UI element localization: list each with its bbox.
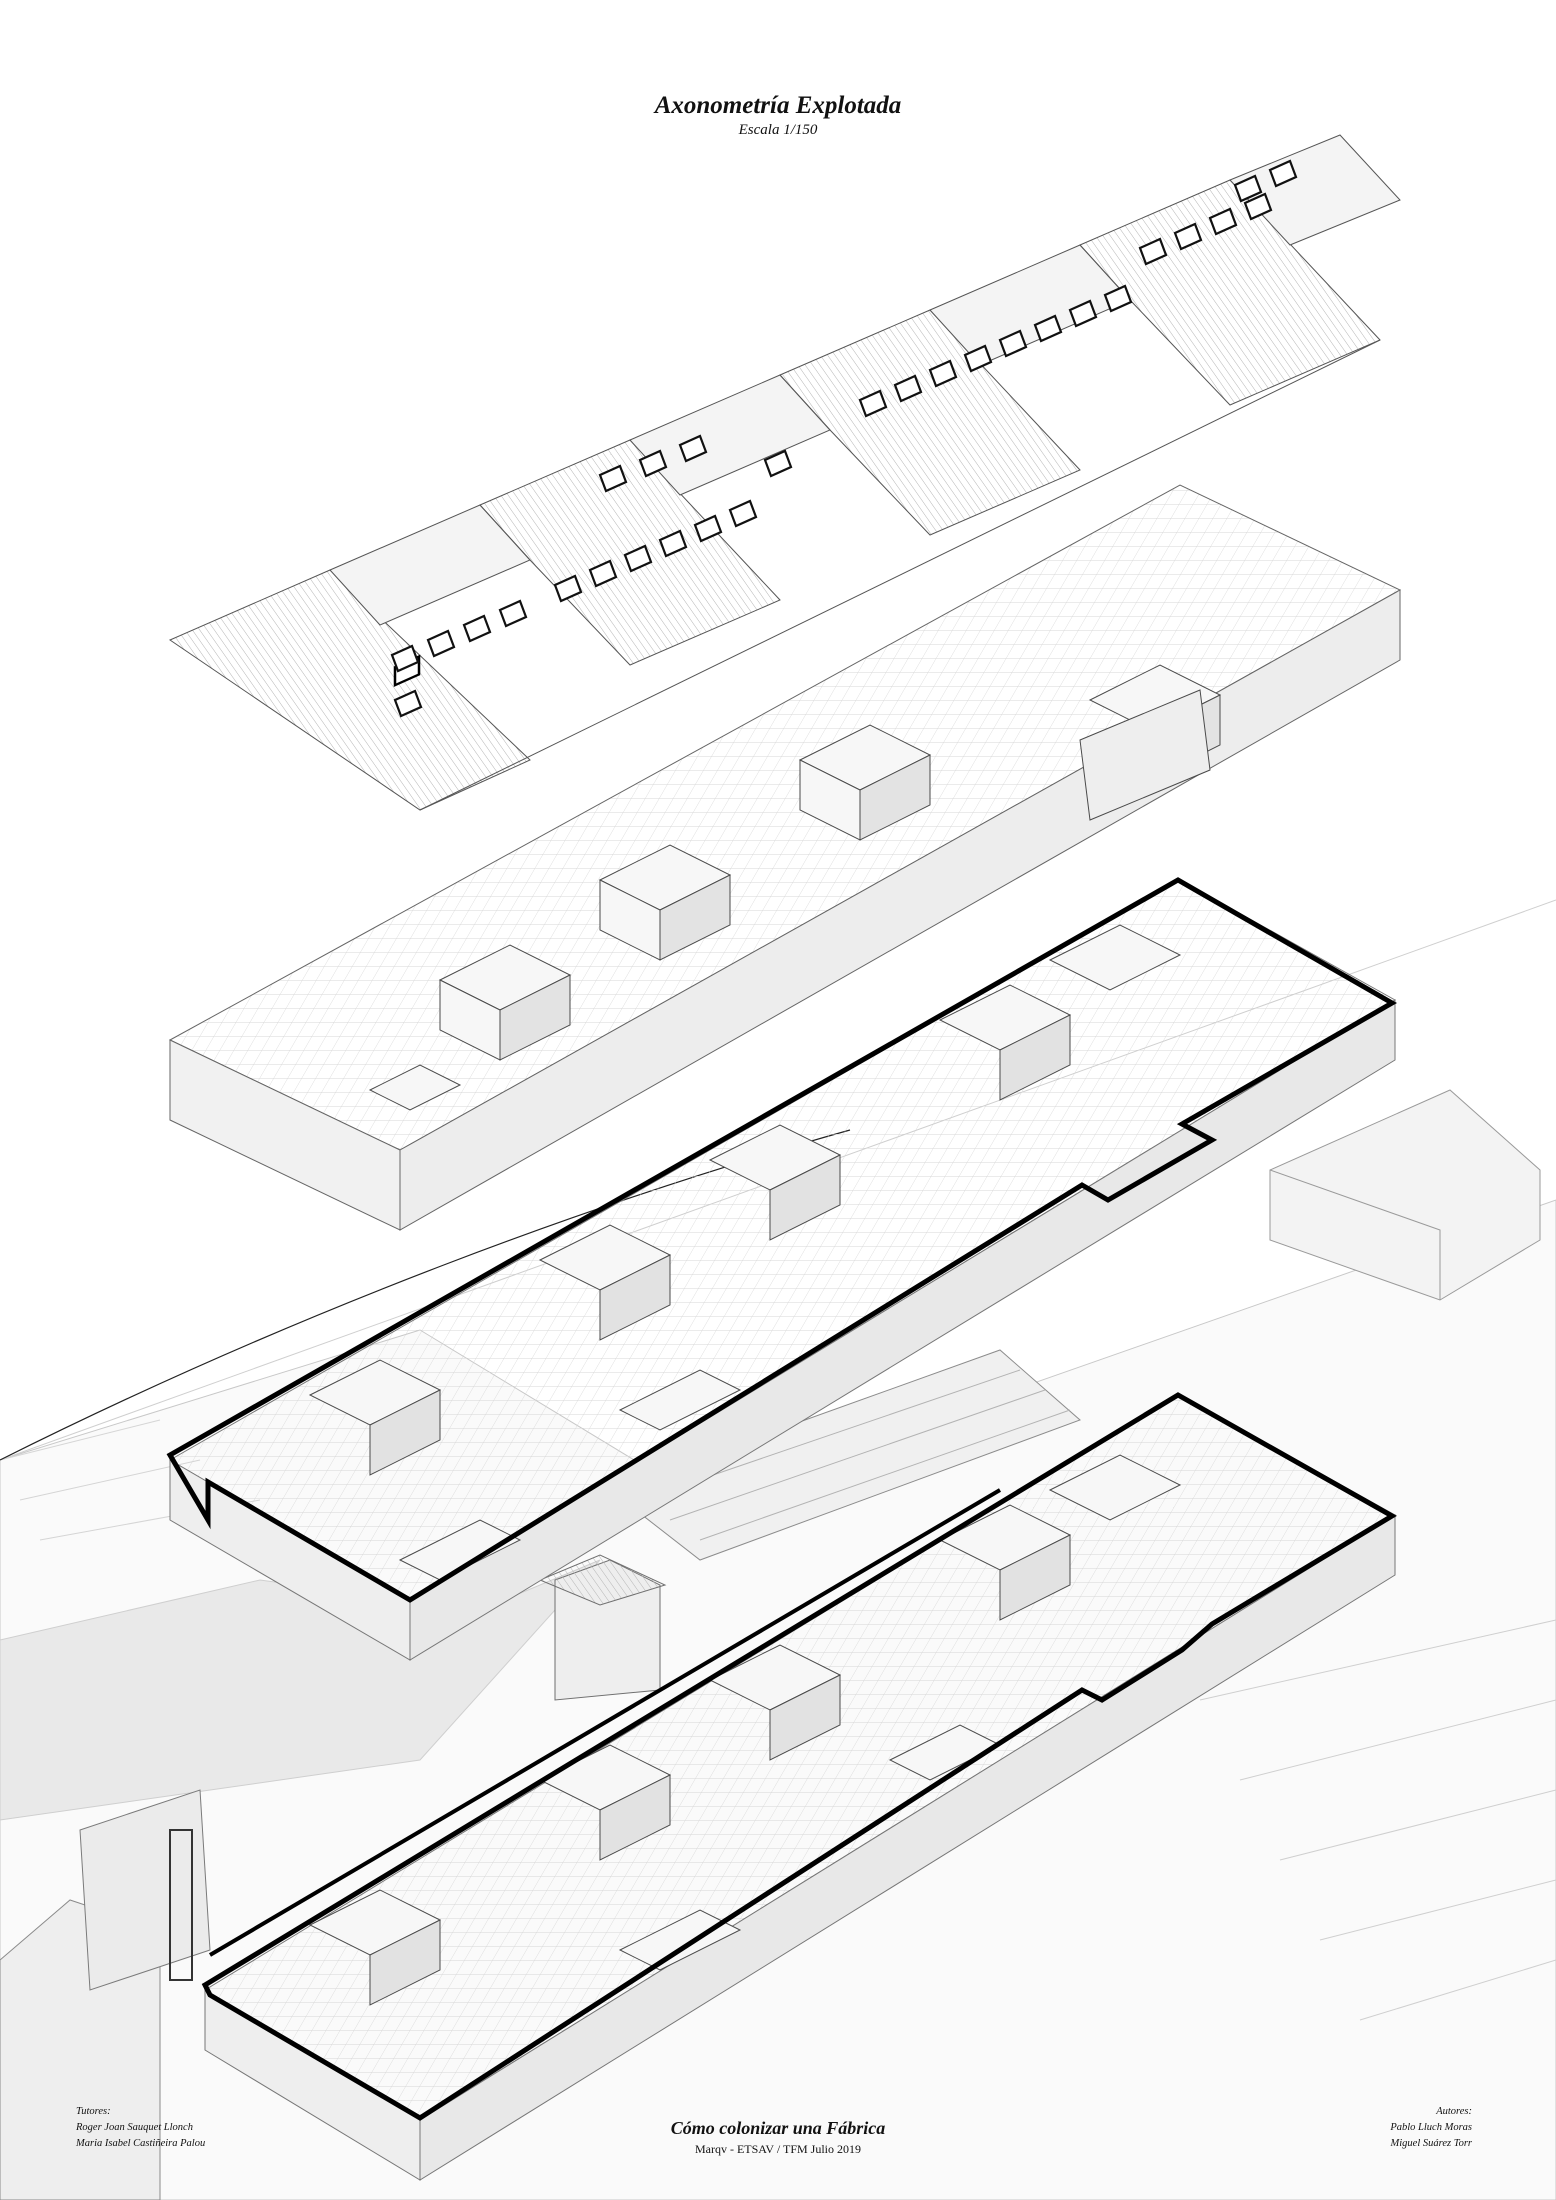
roof-layer [168, 134, 1401, 811]
tutor-name: Maria Isabel Castiñeira Palou [76, 2138, 206, 2149]
first-floor-layer [166, 877, 1398, 1661]
project-subtitle: Marqv - ETSAV / TFM Julio 2019 [694, 2142, 862, 2156]
tutors-block: Tutores: Roger Joan Sauquet Llonch Maria… [76, 2104, 205, 2152]
authors-block: Autores: Pablo Lluch Moras Miguel Suárez… [1390, 2104, 1472, 2152]
tutor-name: Roger Joan Sauquet Llonch [76, 2122, 193, 2133]
tutors-heading: Tutores: [76, 2106, 111, 2117]
author-name: Miguel Suárez Torr [1390, 2138, 1472, 2149]
ground-floor-layer [201, 1392, 1397, 2181]
authors-heading: Autores: [1436, 2106, 1472, 2117]
upper-floor-layer [168, 484, 1402, 1231]
author-name: Pablo Lluch Moras [1390, 2122, 1472, 2133]
drawing-title: Axonometría Explotada [654, 92, 902, 119]
drawing-scale: Escala 1/150 [738, 122, 818, 138]
project-title: Cómo colonizar una Fábrica [670, 2118, 886, 2138]
